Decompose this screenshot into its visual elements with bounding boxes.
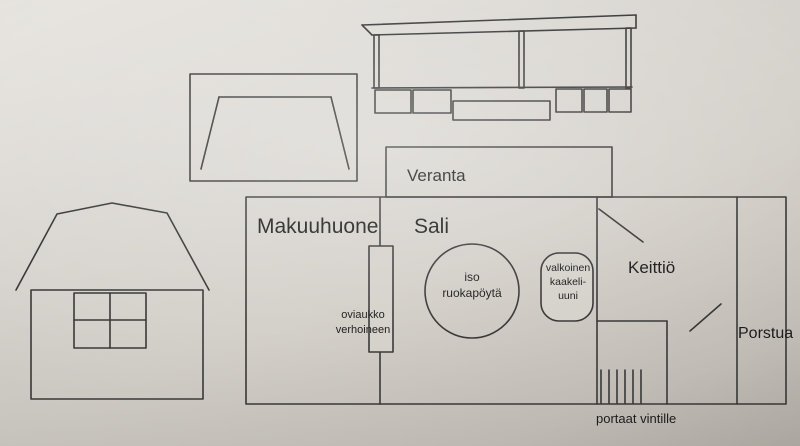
dining-table-circle [424,243,520,339]
tile-stove-label-line1: valkoinen [545,262,591,274]
floor-plan-outline [245,196,787,405]
room-label-porstua: Porstua [738,325,794,342]
room-label-sali: Sali [414,215,450,238]
dining-table-label: iso ruokapöytä [424,270,520,301]
veranda-middle-post [518,30,525,89]
dining-table-label-line2: ruokapöytä [442,285,502,300]
doorway-with-curtains [368,245,394,353]
veranda-right-post [625,27,632,89]
attic-stairs-label: portaat vintille [596,411,677,426]
tile-stove-label-line2: kaakeli- [549,276,587,289]
door-swing-porstua [689,303,722,332]
room-label-keittio: Keittiö [628,258,676,277]
veranda-roof-bottom-line [371,27,637,36]
veranda-panel-3 [555,88,583,113]
dining-table-label-line1: iso [464,270,480,284]
veranda-left-post [373,34,380,89]
room-label-makuuhuone: Makuuhuone [257,215,379,238]
house-gambrel-roof [15,202,210,291]
table-sketch-frame [189,73,358,182]
room-label-veranta: Veranta [407,166,466,185]
veranda-panel-2 [412,89,452,114]
table-right-leg [330,96,350,170]
table-sketch [189,73,358,182]
table-left-leg [200,96,220,170]
floor-plan [245,146,787,405]
veranda-panel-1 [374,89,412,114]
attic-stairs-hatch [600,369,642,404]
veranda-roof-left-edge [361,24,373,36]
tile-stove-outline [540,252,594,322]
doorway-label-line1: oviaukko [341,309,385,321]
house-body [30,289,204,400]
house-elevation-sketch [15,202,210,400]
tile-stove-label: valkoinen kaakeli- uuni [539,261,597,304]
tile-stove-label-line3: uuni [558,290,578,303]
veranda-steps-rect [452,100,551,121]
veranda-rail-line [371,86,633,89]
doorway-label: oviaukko verhoineen [320,308,406,339]
veranda-elevation-sketch [361,14,637,121]
doorway-label-line2: verhoineen [335,324,391,337]
veranda-panel-5 [608,88,632,113]
veranda-roof-top-line [361,14,637,26]
door-swing-kitchen-top [598,208,644,243]
veranda-panel-4 [583,88,608,113]
